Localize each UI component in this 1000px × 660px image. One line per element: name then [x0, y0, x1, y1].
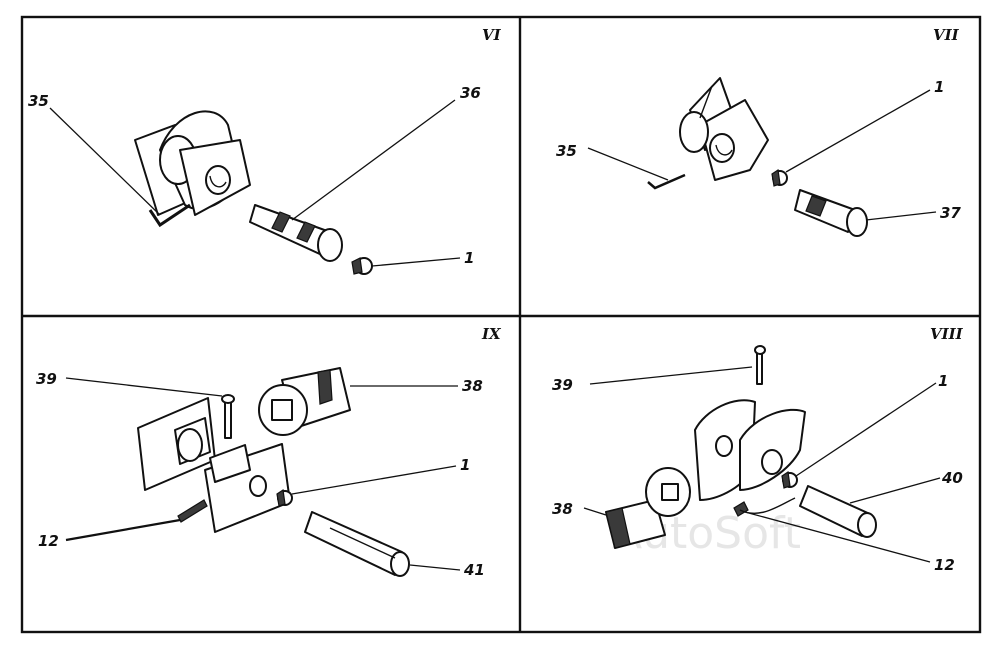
hinge-plates — [694, 399, 806, 501]
leader-1 — [371, 257, 461, 267]
label-35: 35 — [28, 92, 49, 110]
hinge-pin-36 — [249, 204, 343, 262]
panel-numeral: IX — [481, 325, 502, 343]
leader-1 — [785, 89, 931, 173]
label-37: 37 — [940, 204, 961, 222]
screw-1 — [771, 168, 788, 187]
label-39: 39 — [552, 376, 573, 394]
leader-39 — [589, 366, 753, 385]
panel-numeral: VII — [933, 26, 960, 44]
shaft-41 — [304, 511, 410, 577]
label-12: 12 — [38, 532, 59, 550]
leader-1 — [291, 465, 457, 495]
label-1: 1 — [460, 456, 470, 474]
label-1: 1 — [464, 249, 474, 267]
screw-1 — [276, 488, 293, 507]
label-36: 36 — [460, 84, 481, 102]
leader-12 — [744, 511, 931, 563]
leader-39 — [65, 377, 223, 397]
label-12: 12 — [934, 556, 955, 574]
hinge-bracket-assembly — [679, 77, 769, 181]
label-38: 38 — [462, 377, 483, 395]
leader-35 — [49, 107, 161, 216]
leader-37 — [865, 211, 937, 221]
hinge-bracket-assembly — [134, 110, 251, 216]
panel-numeral: VIII — [930, 325, 964, 343]
leader-40 — [849, 477, 941, 504]
label-1: 1 — [938, 372, 948, 390]
pin-39 — [221, 394, 235, 439]
label-35: 35 — [556, 142, 577, 160]
spring-pin-12 — [177, 499, 208, 523]
allen-key-35 — [148, 203, 191, 228]
panel-viii: VIII 39 1 40 — [552, 325, 964, 574]
label-39: 39 — [36, 370, 57, 388]
panel-ix: IX 39 38 1 — [36, 325, 502, 579]
lever-38 — [605, 467, 691, 549]
screw-1 — [351, 257, 373, 275]
hinge-pin-37 — [794, 189, 868, 237]
allen-key-35 — [647, 173, 686, 190]
leader-1 — [795, 382, 937, 477]
leader-38 — [583, 507, 607, 516]
screw-1 — [781, 470, 798, 489]
leader-35 — [587, 147, 669, 181]
shaft-40 — [799, 485, 877, 538]
label-1: 1 — [934, 78, 944, 96]
leader-36 — [291, 99, 456, 221]
leader-41 — [409, 564, 461, 571]
label-38: 38 — [552, 500, 573, 518]
pin-39 — [754, 345, 766, 385]
panel-vii: VII 35 1 37 — [556, 26, 961, 237]
diagram-frame — [20, 15, 982, 634]
label-41: 41 — [463, 561, 485, 579]
hinge-plates — [137, 397, 291, 533]
label-40: 40 — [941, 469, 963, 487]
spring-pin-12 — [733, 497, 796, 517]
panel-vi: VI 35 36 1 — [28, 26, 502, 275]
leader-12 — [65, 518, 181, 542]
panel-numeral: VI — [482, 26, 502, 44]
lever-38 — [258, 367, 351, 436]
